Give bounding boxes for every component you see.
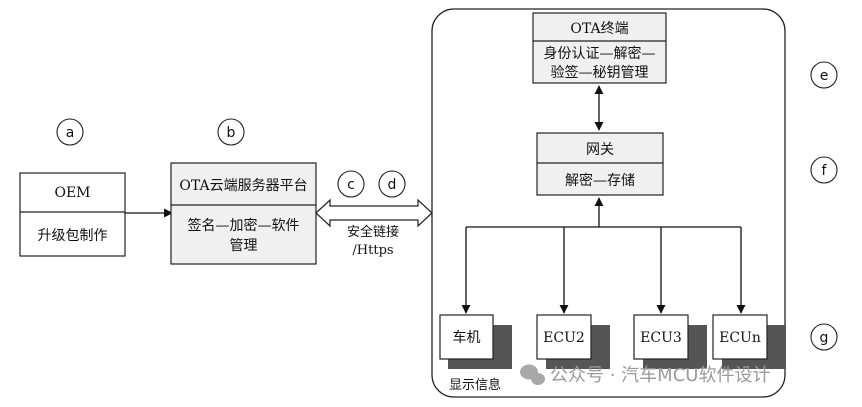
ecu-node: 车机 <box>439 314 512 369</box>
marker-e: e <box>810 61 838 89</box>
oem-body: 升级包制作 <box>38 228 108 244</box>
marker-c-text: c <box>347 177 355 193</box>
marker-d: d <box>378 170 406 198</box>
marker-a: a <box>56 118 84 146</box>
terminal-body-line2: 验签—秘钥管理 <box>551 64 649 81</box>
watermark: 公众号 · 汽车MCU软件设计 <box>520 364 770 386</box>
display-info-label: 显示信息 <box>449 377 501 393</box>
bus-lines <box>461 197 746 314</box>
marker-f: f <box>810 156 838 184</box>
marker-f-text: f <box>822 163 828 179</box>
secure-link-label: 安全链接 <box>347 224 399 240</box>
ecu-label-ecun: ECUn <box>719 330 761 346</box>
ecu-label-ecu3: ECU3 <box>640 330 682 346</box>
oem-title: OEM <box>54 185 90 201</box>
marker-c: c <box>337 170 365 198</box>
ecu-node: ECUn <box>712 314 786 369</box>
gateway-body: 解密—存储 <box>565 172 635 189</box>
ota-terminal-node: OTA终端 身份认证—解密— 验签—秘钥管理 <box>532 12 667 84</box>
cloud-body-line1: 签名—加密—软件 <box>188 217 300 234</box>
wechat-icon <box>520 364 545 385</box>
marker-g: g <box>810 323 838 351</box>
ecu-label-ecu2: ECU2 <box>543 330 585 346</box>
cloud-body-line2: 管理 <box>230 238 258 254</box>
vehicle-container <box>431 8 786 398</box>
ecu-node: ECU2 <box>536 314 610 369</box>
marker-e-text: e <box>820 68 829 84</box>
gateway-title: 网关 <box>586 142 614 158</box>
terminal-title: OTA终端 <box>570 21 628 37</box>
cloud-platform-node: OTA云端服务器平台 签名—加密—软件 管理 <box>170 162 317 265</box>
ecu-label-head-unit: 车机 <box>453 329 481 346</box>
marker-g-text: g <box>820 330 829 346</box>
oem-node: OEM 升级包制作 <box>19 172 126 257</box>
marker-a-text: a <box>66 125 75 141</box>
gateway-node: 网关 解密—存储 <box>536 132 664 196</box>
cloud-title: OTA云端服务器平台 <box>179 178 307 194</box>
marker-d-text: d <box>388 177 397 193</box>
marker-b: b <box>217 118 245 146</box>
marker-b-text: b <box>227 125 236 141</box>
watermark-text: 公众号 · 汽车MCU软件设计 <box>550 365 770 386</box>
secure-link-double-arrow <box>315 198 433 228</box>
terminal-body-line1: 身份认证—解密— <box>544 45 656 62</box>
https-label: /Https <box>352 243 393 258</box>
ecu-node: ECU3 <box>633 314 707 369</box>
